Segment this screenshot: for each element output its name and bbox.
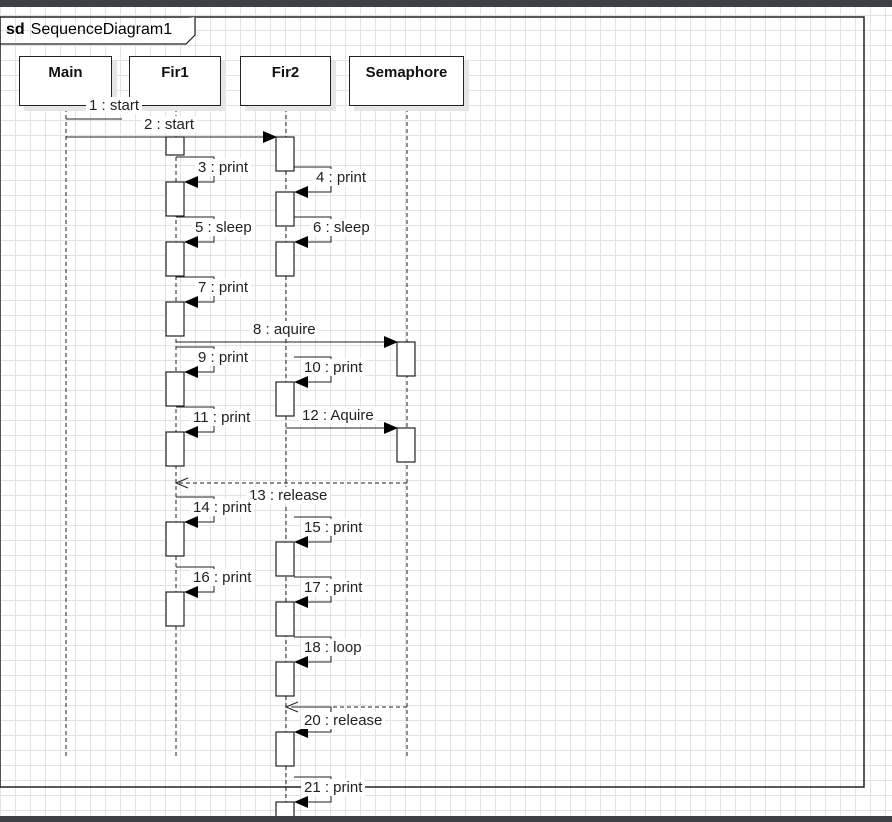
lifeline-label: Semaphore bbox=[365, 64, 448, 81]
arrowhead-open bbox=[174, 477, 189, 489]
activation-bar bbox=[275, 731, 295, 767]
activation-bar bbox=[396, 427, 416, 463]
window-top-bar bbox=[0, 0, 892, 7]
lifeline-label: Fir1 bbox=[161, 64, 189, 81]
arrowhead bbox=[184, 236, 198, 248]
activation-bar bbox=[275, 136, 295, 172]
frame-border bbox=[0, 16, 865, 788]
activation-bar bbox=[165, 591, 185, 627]
activation-bar bbox=[275, 601, 295, 637]
activation-bar bbox=[275, 191, 295, 227]
message-label[interactable]: 12 : Aquire bbox=[299, 407, 377, 424]
arrowhead bbox=[294, 236, 308, 248]
message-label[interactable]: 7 : print bbox=[195, 279, 252, 296]
activation-bar bbox=[165, 371, 185, 407]
activation-bar bbox=[396, 341, 416, 377]
message-label[interactable]: 14 : print bbox=[190, 499, 255, 516]
frame-keyword: sd bbox=[6, 21, 25, 38]
arrowhead bbox=[263, 131, 277, 143]
arrowhead bbox=[184, 176, 198, 188]
activation-bar bbox=[275, 541, 295, 577]
message-label[interactable]: 15 : print bbox=[301, 519, 366, 536]
arrowhead bbox=[294, 536, 308, 548]
lifeline-label: Main bbox=[48, 64, 83, 81]
message-label[interactable]: 3 : print bbox=[195, 159, 252, 176]
arrowhead-open bbox=[284, 701, 299, 713]
message-label[interactable]: 10 : print bbox=[301, 359, 366, 376]
message-label[interactable]: 8 : aquire bbox=[250, 321, 319, 338]
arrowhead bbox=[294, 376, 308, 388]
message-label[interactable]: 11 : print bbox=[190, 409, 254, 426]
activation-bar bbox=[275, 241, 295, 277]
arrowhead bbox=[384, 422, 398, 434]
message-label[interactable]: 13 : release bbox=[246, 487, 331, 504]
arrowhead bbox=[294, 186, 308, 198]
arrowhead bbox=[384, 336, 398, 348]
message-label[interactable]: 20 : release bbox=[301, 712, 386, 729]
lifeline-label: Fir2 bbox=[271, 64, 300, 81]
activation-bar bbox=[165, 241, 185, 277]
frame-tab-outline bbox=[0, 17, 196, 45]
activation-bar bbox=[275, 661, 295, 697]
arrowhead bbox=[294, 726, 308, 738]
arrowhead bbox=[184, 586, 198, 598]
message-label[interactable]: 6 : sleep bbox=[310, 219, 373, 236]
lifeline-head-fir1[interactable]: Fir1 bbox=[129, 56, 221, 106]
message-label[interactable]: 17 : print bbox=[301, 579, 366, 596]
message-label[interactable]: 9 : print bbox=[195, 349, 252, 366]
activation-bar bbox=[165, 431, 185, 467]
activation-bar bbox=[165, 181, 185, 217]
frame-title: sd SequenceDiagram1 bbox=[0, 16, 172, 44]
message-label[interactable]: 18 : loop bbox=[301, 639, 365, 656]
arrowhead bbox=[294, 796, 308, 808]
lifeline-head-semaphore[interactable]: Semaphore bbox=[349, 56, 464, 106]
window-bottom-bar bbox=[0, 816, 892, 822]
message-label[interactable]: 2 : start bbox=[141, 116, 198, 133]
arrowhead bbox=[184, 516, 198, 528]
activation-bar bbox=[275, 381, 295, 417]
arrowhead bbox=[294, 596, 308, 608]
arrowhead bbox=[184, 296, 198, 308]
activation-bar bbox=[165, 136, 185, 156]
message-label[interactable]: 4 : print bbox=[313, 169, 370, 186]
message-label[interactable]: 1 : start bbox=[86, 97, 143, 114]
activation-bar bbox=[165, 301, 185, 337]
arrowhead bbox=[184, 426, 198, 438]
lifeline-head-fir2[interactable]: Fir2 bbox=[240, 56, 331, 106]
message-label[interactable]: 5 : sleep bbox=[192, 219, 255, 236]
arrowhead bbox=[184, 366, 198, 378]
arrowhead bbox=[294, 656, 308, 668]
message-label[interactable]: 21 : print bbox=[301, 779, 366, 796]
message-label[interactable]: 16 : print bbox=[190, 569, 255, 586]
frame-name: SequenceDiagram1 bbox=[30, 21, 173, 38]
activation-bar bbox=[165, 521, 185, 557]
